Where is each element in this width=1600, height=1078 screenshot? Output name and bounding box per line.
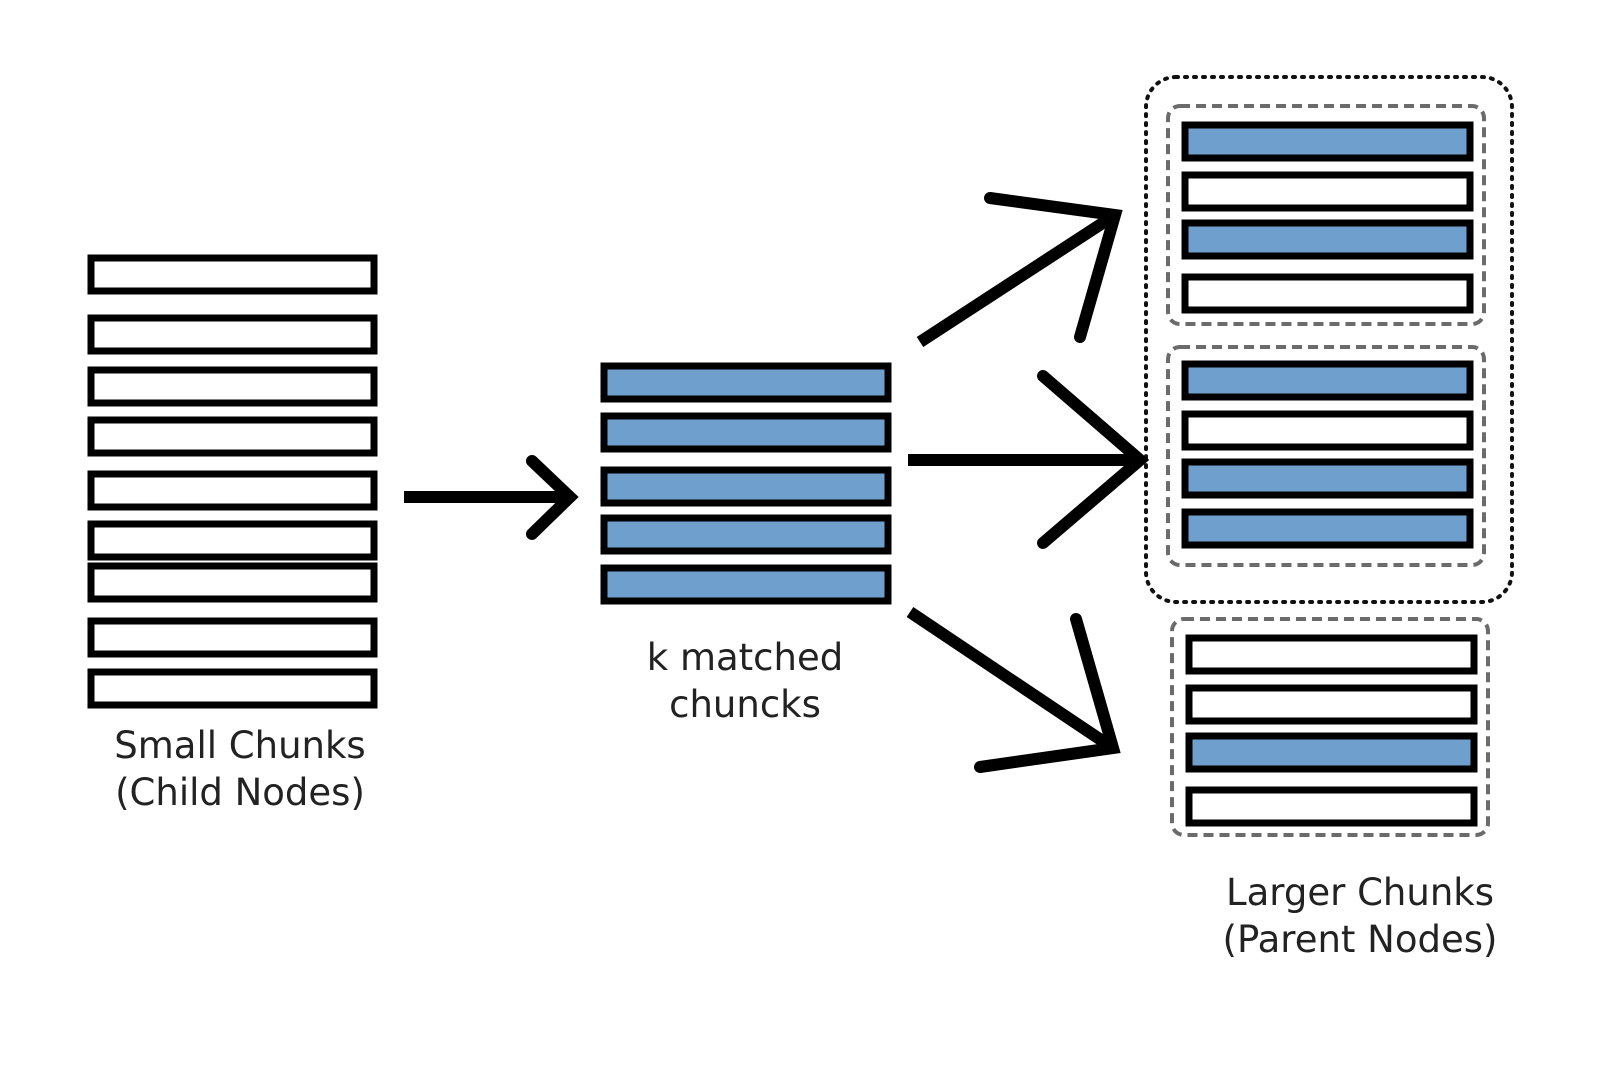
k-matched-label-line2: chuncks: [669, 683, 821, 726]
retrieved-parents-outline: [1144, 75, 1514, 604]
larger-chunks-label: Larger Chunks (Parent Nodes): [1195, 869, 1525, 963]
parent-chunk: [1181, 121, 1474, 162]
child-chunk: [87, 617, 378, 658]
child-chunk: [87, 470, 378, 511]
matched-chunk: [600, 564, 892, 605]
child-chunk: [87, 668, 378, 709]
small-chunks-label-line1: Small Chunks: [114, 724, 366, 767]
arrow-child-to-matched: [404, 455, 579, 540]
arrow-head: [974, 613, 1121, 773]
parent-group: [1166, 345, 1486, 567]
parent-chunk: [1185, 786, 1478, 827]
arrow-head: [1037, 370, 1150, 549]
small-chunks-label: Small Chunks (Child Nodes): [85, 722, 395, 816]
parent-chunk: [1181, 273, 1474, 314]
parent-group: [1166, 104, 1486, 326]
child-chunk: [87, 416, 378, 457]
arrow-shaft: [916, 209, 1119, 348]
parent-nodes-area: [1144, 75, 1514, 837]
parent-group-border: [1166, 345, 1486, 567]
arrow-matched-to-parent-3: [906, 607, 1121, 773]
parent-group-border: [1170, 617, 1490, 837]
arrow-head: [526, 455, 579, 540]
k-matched-label-line1: k matched: [646, 636, 844, 679]
child-chunk: [87, 314, 378, 355]
arrow-shaft: [906, 607, 1117, 753]
parent-chunk: [1185, 732, 1478, 773]
parent-chunk: [1185, 684, 1478, 725]
matched-chunk: [600, 412, 892, 453]
parent-group: [1170, 617, 1490, 837]
parent-chunk: [1185, 634, 1478, 675]
small-chunks-label-line2: (Child Nodes): [115, 771, 365, 814]
small-chunks-column: [87, 254, 378, 709]
arrow-head: [984, 192, 1123, 343]
parent-chunk: [1181, 219, 1474, 260]
k-matched-label: k matched chuncks: [600, 634, 890, 728]
matched-chunk: [600, 514, 892, 555]
parent-chunk: [1181, 410, 1474, 451]
arrows-layer: [404, 192, 1150, 773]
child-chunk: [87, 366, 378, 407]
larger-chunks-label-line1: Larger Chunks: [1226, 871, 1494, 914]
child-chunk: [87, 254, 378, 295]
matched-chunk: [600, 362, 892, 403]
arrow-matched-to-parent-1: [916, 192, 1123, 348]
parent-chunk: [1181, 458, 1474, 499]
parent-group-border: [1166, 104, 1486, 326]
parent-chunk: [1181, 508, 1474, 549]
child-chunk: [87, 520, 378, 561]
matched-chunk: [600, 466, 892, 507]
parent-chunk: [1181, 171, 1474, 212]
parent-chunk: [1181, 360, 1474, 401]
k-matched-chunks-column: [600, 362, 892, 605]
arrow-matched-to-parent-2: [908, 370, 1150, 549]
child-chunk: [87, 562, 378, 603]
larger-chunks-label-line2: (Parent Nodes): [1222, 918, 1498, 961]
